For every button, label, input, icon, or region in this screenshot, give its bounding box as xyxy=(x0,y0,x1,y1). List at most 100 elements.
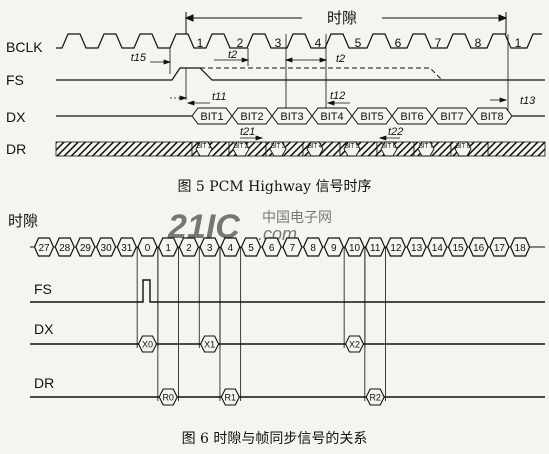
dr-bit-cell xyxy=(454,141,472,157)
dr-marker-cell xyxy=(158,388,178,406)
bclk-slot-3: 3 xyxy=(275,36,282,50)
timing-guide-lines xyxy=(169,34,509,122)
watermark-21ic: 21IC 中国电子网 .com xyxy=(167,208,332,246)
slot-row-label: 时隙 xyxy=(8,213,38,230)
bclk-slot-1: 1 xyxy=(197,36,204,50)
figure-5-pcm-highway-timing: 时隙 BCLK FS DX DR 1 2 3 4 5 6 7 8 1 xyxy=(6,10,546,157)
signal-label-dr: DR xyxy=(6,141,26,157)
slot-number: 9 xyxy=(331,243,337,254)
slot-cell xyxy=(220,237,241,257)
dx-marker-cell xyxy=(199,335,220,353)
dr-bit-label: BIT 6 xyxy=(382,143,396,150)
slot-cell xyxy=(240,237,262,257)
dx-bit-label: BIT4 xyxy=(320,111,343,123)
slot-number: 29 xyxy=(80,243,92,254)
slot-cell xyxy=(323,237,344,257)
slot-number: 5 xyxy=(248,243,254,254)
slot-cell xyxy=(75,237,96,257)
slot-number: 15 xyxy=(452,243,464,254)
slot-cell xyxy=(137,237,158,257)
fs-dashed-waveform xyxy=(200,67,443,81)
dx-bit-label: BIT6 xyxy=(400,111,423,123)
slot-cell xyxy=(385,237,407,257)
slot-cell xyxy=(447,237,469,257)
slot-number: 28 xyxy=(59,243,71,254)
fig6-slot-guides xyxy=(136,247,386,401)
time-slot-bracket xyxy=(184,12,508,34)
slot-cell xyxy=(302,237,324,257)
signal-label-dx: DX xyxy=(6,109,26,125)
dr-marker-cell xyxy=(220,388,240,406)
dx-bit-label: BIT8 xyxy=(480,111,503,123)
dr-hatched-after xyxy=(487,141,546,157)
dx-bit-cell xyxy=(471,107,513,125)
slot-cell xyxy=(365,237,386,257)
timing-label-t11: t11 xyxy=(212,91,226,103)
bclk-slot-4: 4 xyxy=(315,36,322,50)
slot-cell xyxy=(344,237,365,257)
dr-bit-label: BIT 1 xyxy=(197,143,211,150)
slot-cell xyxy=(509,237,531,257)
dr-bit-cell xyxy=(417,141,435,157)
timing-label-t22: t22 xyxy=(388,126,403,138)
bclk-slot-8: 8 xyxy=(475,36,482,50)
slot-cell xyxy=(33,237,55,257)
timing-label-t15: t15 xyxy=(131,52,147,64)
slot-cell xyxy=(158,237,179,257)
dr-bit-label: BIT 7 xyxy=(419,143,433,150)
slot-cell xyxy=(116,237,137,257)
signal-label-fs: FS xyxy=(6,72,24,88)
dr-bit-cell xyxy=(195,141,213,157)
dr-bit-label: BIT 3 xyxy=(271,143,285,150)
dx-bit-label: BIT7 xyxy=(440,111,463,123)
timing-label-t2-a: t2 xyxy=(228,49,237,61)
slot-cell xyxy=(199,237,220,257)
slot-number: 8 xyxy=(310,243,316,254)
dx-bit-label: BIT5 xyxy=(360,111,383,123)
bclk-slot-1-next: 1 xyxy=(515,36,522,50)
dr-bit-cell xyxy=(380,141,398,157)
dx-marker-cell xyxy=(344,335,365,353)
slot-cell xyxy=(95,237,117,257)
slot-number: 17 xyxy=(494,243,506,254)
bclk-slot-5: 5 xyxy=(355,36,362,50)
dr-bit-cell xyxy=(343,141,361,157)
slot-cell xyxy=(54,237,75,257)
signal-label-fs-fig6: FS xyxy=(34,281,52,297)
bclk-slot-7: 7 xyxy=(435,36,442,50)
bracket-label: 时隙 xyxy=(327,10,357,27)
slot-number: 31 xyxy=(121,243,133,254)
slot-number: 11 xyxy=(370,243,381,254)
signal-label-bclk: BCLK xyxy=(6,39,43,55)
dx-marker-cell xyxy=(137,335,158,353)
slot-number: 14 xyxy=(432,243,444,254)
signal-label-dx-fig6: DX xyxy=(34,321,54,337)
slot-number: 2 xyxy=(186,243,192,254)
dx-bit-label: BIT2 xyxy=(240,111,263,123)
dr-bit-label: BIT 8 xyxy=(456,143,470,150)
figure-6-caption: 图 6 时隙与帧同步信号的关系 xyxy=(181,431,368,447)
dx-bit-label: BIT1 xyxy=(200,111,223,123)
slot-number: 12 xyxy=(390,243,402,254)
dr-bit-cell xyxy=(269,141,287,157)
signal-label-dr-fig6: DR xyxy=(34,375,54,391)
slot-cell xyxy=(427,237,448,257)
timing-label-t2-b: t2 xyxy=(336,53,345,65)
slot-number: 30 xyxy=(101,243,113,254)
slot-number: 13 xyxy=(411,243,423,254)
bclk-slot-6: 6 xyxy=(395,36,402,50)
slot-number: 16 xyxy=(473,243,485,254)
slot-number: 18 xyxy=(515,243,527,254)
dr-marker-cell xyxy=(365,388,385,406)
slot-number: 3 xyxy=(207,243,213,254)
dr-bit-label: BIT 2 xyxy=(234,143,248,150)
slot-number: 4 xyxy=(228,243,234,254)
timing-label-t13: t13 xyxy=(520,95,536,107)
slot-number: 27 xyxy=(38,243,50,254)
dr-marker-label: R2 xyxy=(369,393,381,403)
bclk-slot-2: 2 xyxy=(237,36,244,50)
fs-waveform xyxy=(56,67,545,81)
